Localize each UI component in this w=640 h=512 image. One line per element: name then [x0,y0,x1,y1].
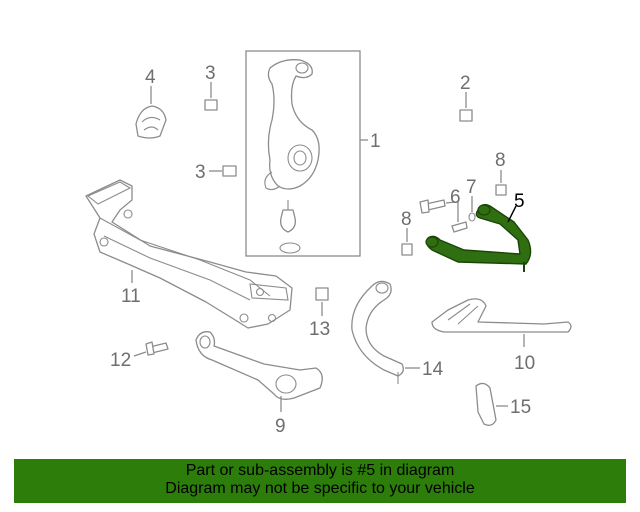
part-9-lower-control-arm[interactable] [195,331,323,400]
part-12-bolt-head [145,341,155,356]
part-8-nut-right[interactable] [495,184,507,196]
crossmember-hole-4 [239,313,249,323]
knuckle-group-box [245,50,361,257]
banner-line-1: Part or sub-assembly is #5 in diagram [185,462,455,479]
crossmember-body [85,179,293,329]
crossmember-hole-2 [99,237,109,247]
snap-ring[interactable] [279,242,301,254]
leader-6 [445,201,456,204]
callout-12: 12 [110,350,131,371]
callout-7: 7 [466,177,477,198]
part-9-eye [199,335,211,349]
part-3-nut-lower[interactable] [222,165,237,177]
leader-5 [507,205,517,223]
crossmember-box-right [249,283,289,301]
knuckle-lower-arm [264,171,281,191]
part-5-bushing-rear [477,204,491,216]
callout-15: 15 [510,397,531,418]
part-14-link[interactable] [351,280,404,377]
part-11-crossmember[interactable] [85,179,293,329]
part-7-washer[interactable] [468,212,476,222]
part-2-nut[interactable] [459,109,473,122]
callout-8a: 8 [401,209,412,230]
part-3-nut-top[interactable] [204,99,218,111]
callout-8b: 8 [495,150,506,171]
part-4-detail [141,116,161,131]
callout-3a: 3 [205,63,216,84]
part-15-bracket[interactable] [475,382,497,426]
callout-1: 1 [370,131,381,152]
part-10-rib [447,303,479,325]
crossmember-ridge-2 [103,235,251,301]
callout-2: 2 [460,73,471,94]
callout-5: 5 [514,191,525,212]
crossmember-ridge [99,217,271,297]
callout-4: 4 [145,67,156,88]
callout-13: 13 [309,319,330,340]
part-6-bolt-head [419,199,430,214]
part-5-bushing-front [425,236,439,248]
part-14-eye [375,282,389,294]
crossmember-hole-5 [267,313,277,323]
callout-10: 10 [514,353,535,374]
part-5-upper-control-arm[interactable] [425,203,532,265]
part-9-bushing [275,374,297,394]
knuckle-top-eye [295,62,309,74]
footer-banner: Part or sub-assembly is #5 in diagram Di… [14,459,626,503]
part-4-mount[interactable] [135,105,167,139]
callout-3b: 3 [195,162,206,183]
part-10-tension-rod[interactable] [431,298,572,333]
callout-11: 11 [121,286,141,307]
part-8-nut-left[interactable] [401,243,413,256]
ball-joint[interactable] [280,209,296,233]
part-13-nut[interactable] [315,287,329,301]
callout-6: 6 [450,187,461,208]
crossmember-hole-1 [123,209,133,219]
crossmember-hole-3 [255,287,265,297]
callout-9: 9 [275,416,286,437]
banner-line-2: Diagram may not be specific to your vehi… [165,480,475,497]
crossmember-box-left [86,181,132,205]
part-6-bolt-lower[interactable] [451,221,468,233]
knuckle-bore-inner [293,150,307,166]
knuckle-bore [287,144,313,172]
callout-14: 14 [422,359,444,380]
leader-12 [133,351,147,357]
parts-diagram: 1 4 3 3 2 11 13 12 9 [85,50,572,437]
knuckle-assembly-group [245,50,368,257]
